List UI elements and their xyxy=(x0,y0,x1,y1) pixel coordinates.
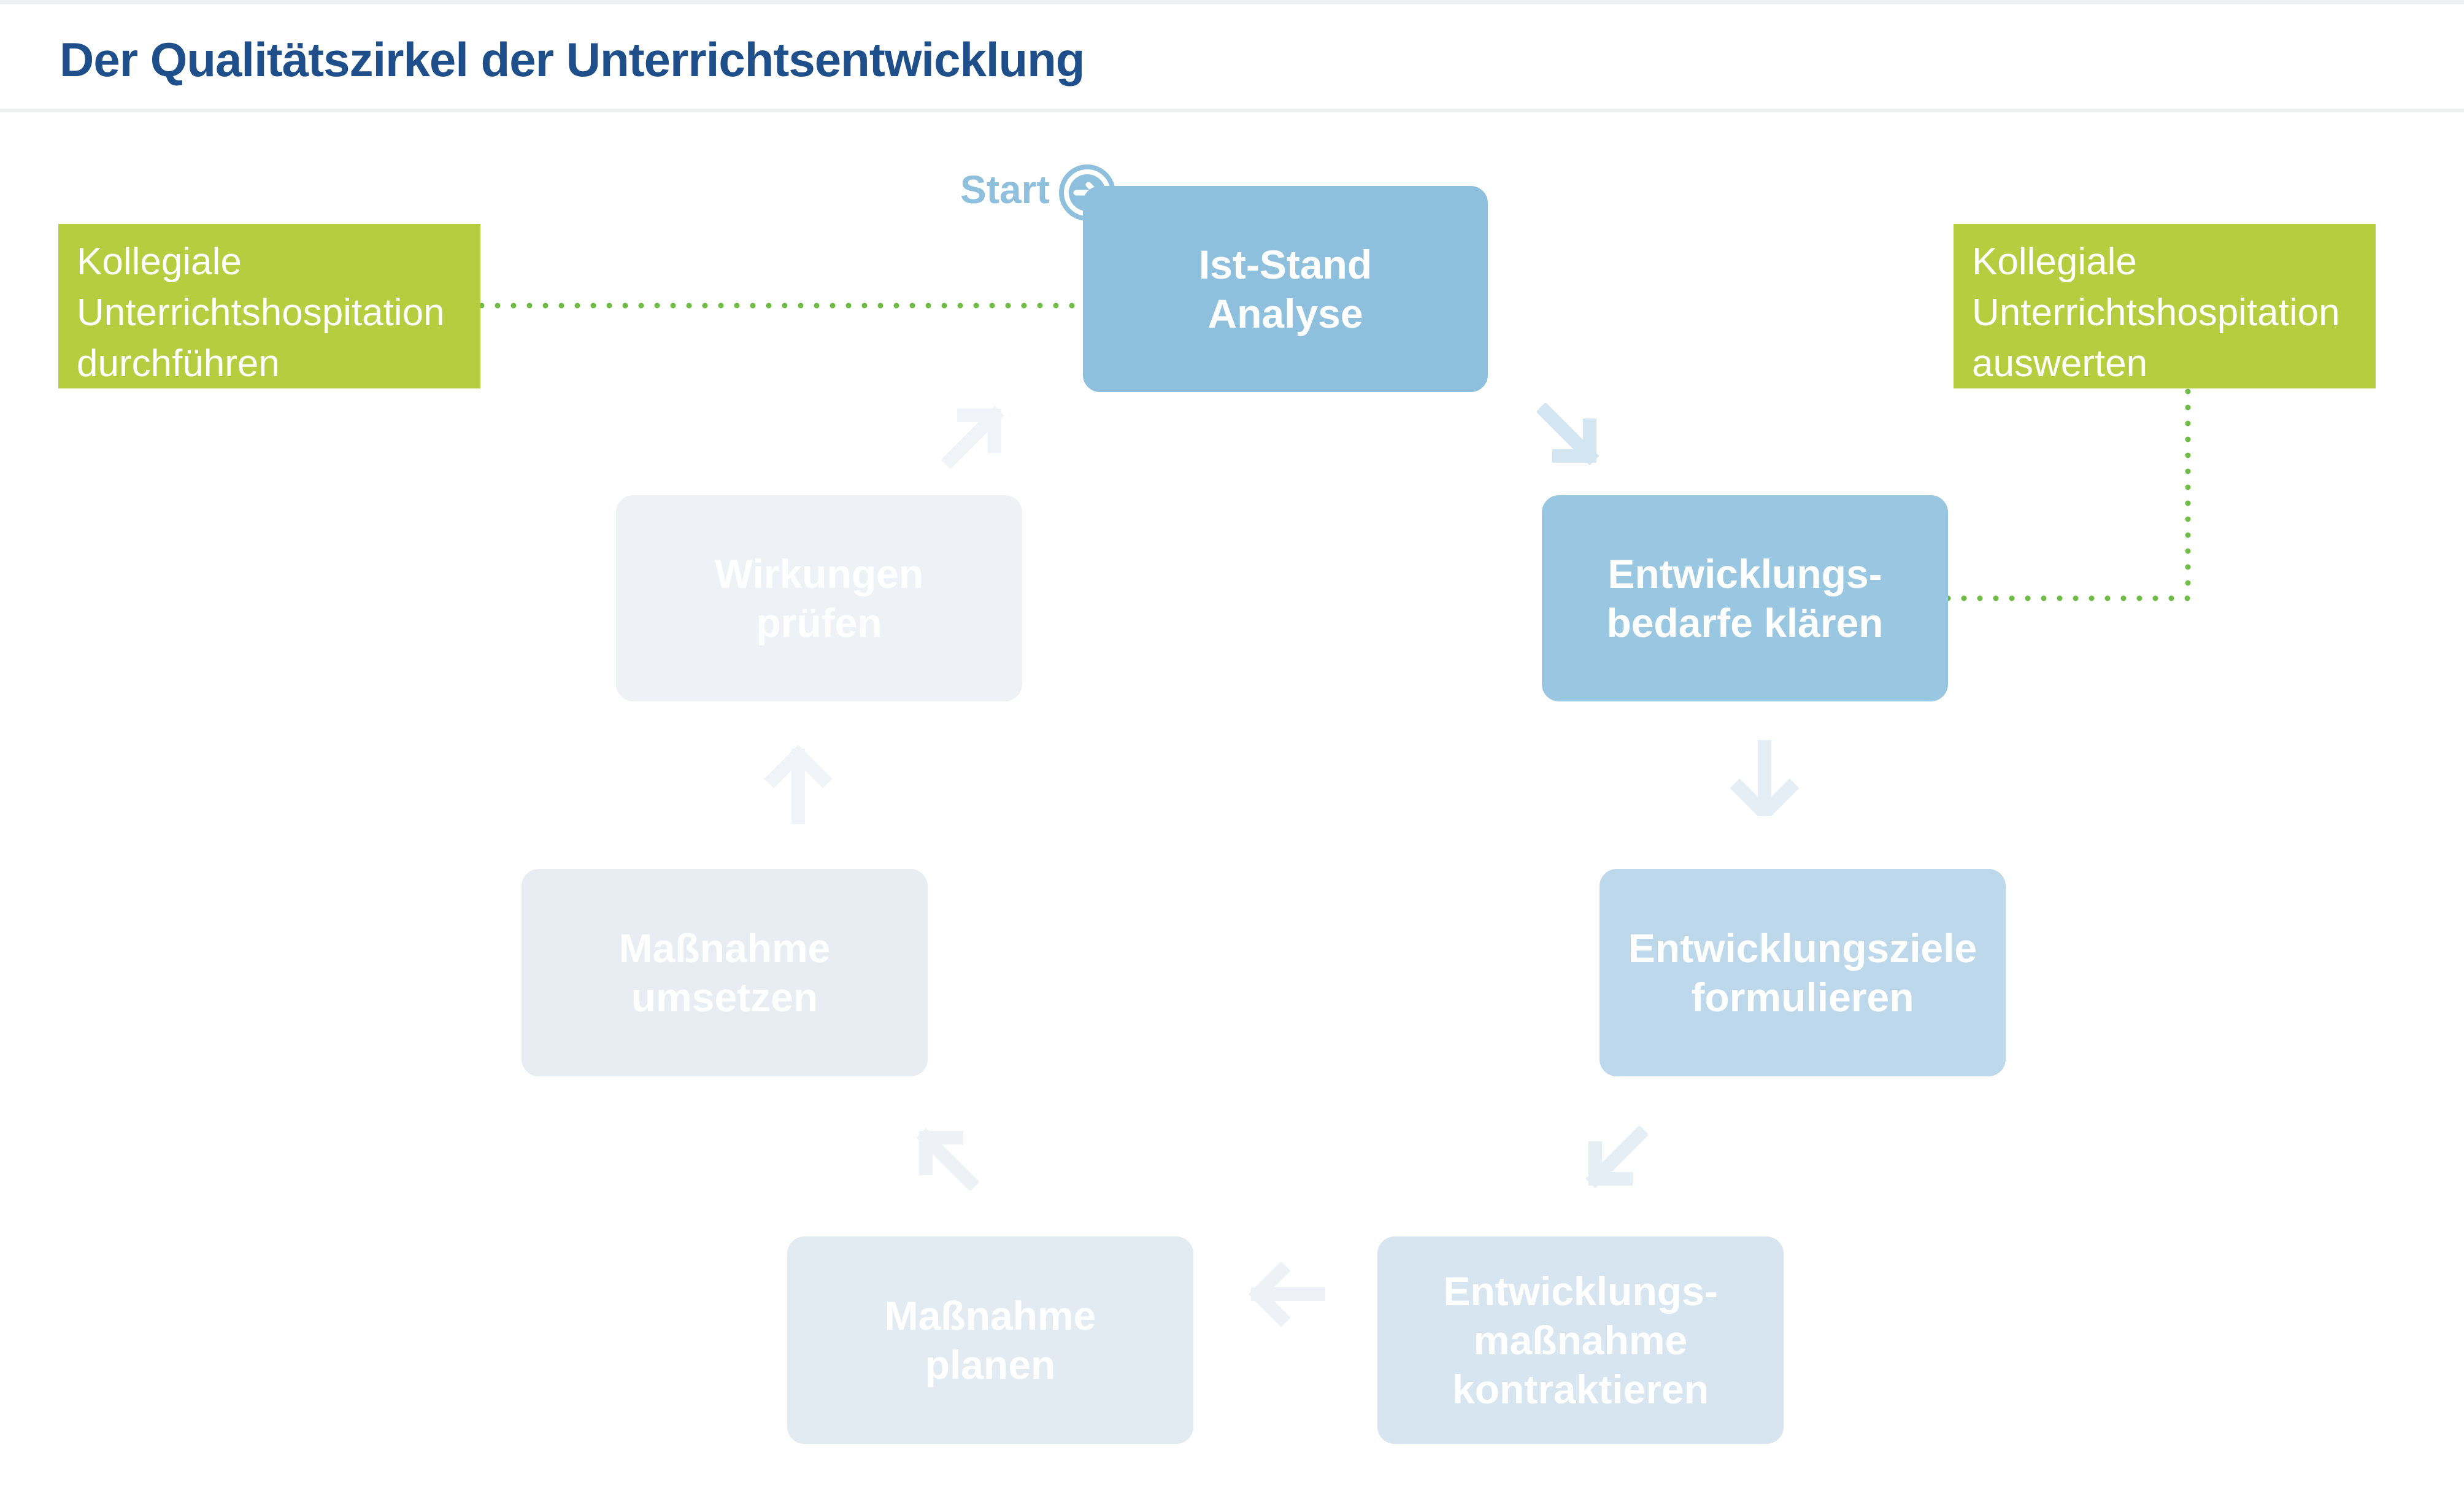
arrow-up-right-icon xyxy=(942,406,1004,468)
arrow-down-icon xyxy=(1730,739,1799,816)
step-entwicklungsziele-label: Entwicklungsziele formulieren xyxy=(1628,925,1977,1020)
step-massnahme-kontraktieren-label: Entwicklungs- maßnahme kontraktieren xyxy=(1443,1268,1718,1412)
step-massnahme-kontraktieren: Entwicklungs- maßnahme kontraktieren xyxy=(1377,1236,1784,1444)
step-massnahme-planen: Maßnahme planen xyxy=(787,1236,1193,1444)
step-entwicklungsbedarfe: Entwicklungs- bedarfe klären xyxy=(1542,495,1948,701)
step-ist-stand-analyse: Ist-Stand Analyse xyxy=(1083,186,1488,392)
page-title: Der Qualitätszirkel der Unterrichtsentwi… xyxy=(60,33,1085,87)
note-hospitation-durchfuehren: Kollegiale Unterrichtshospitation durchf… xyxy=(58,224,480,388)
step-massnahme-umsetzen: Maßnahme umsetzen xyxy=(522,869,928,1076)
arrow-up-icon xyxy=(764,744,833,824)
step-entwicklungsbedarfe-label: Entwicklungs- bedarfe klären xyxy=(1606,551,1884,646)
arrow-down-left-icon xyxy=(1585,1126,1648,1189)
top-divider xyxy=(0,0,2464,4)
step-massnahme-umsetzen-label: Maßnahme umsetzen xyxy=(618,925,831,1020)
step-massnahme-planen-label: Maßnahme planen xyxy=(884,1293,1096,1387)
step-wirkungen-pruefen-label: Wirkungen prüfen xyxy=(714,551,924,646)
arrow-up-left-icon xyxy=(916,1128,979,1190)
arrow-down-right-icon xyxy=(1537,403,1600,466)
note-hospitation-auswerten: Kollegiale Unterrichtshospitation auswer… xyxy=(1954,224,2376,388)
start-label: Start xyxy=(960,168,1050,212)
header-bar: Der Qualitätszirkel der Unterrichtsentwi… xyxy=(0,4,2464,112)
step-wirkungen-pruefen: Wirkungen prüfen xyxy=(616,495,1022,701)
step-ist-stand-analyse-label: Ist-Stand Analyse xyxy=(1198,242,1373,336)
step-entwicklungsziele: Entwicklungsziele formulieren xyxy=(1600,869,2006,1076)
connector-right-note xyxy=(1945,384,2191,601)
arrow-left-icon xyxy=(1248,1261,1325,1327)
